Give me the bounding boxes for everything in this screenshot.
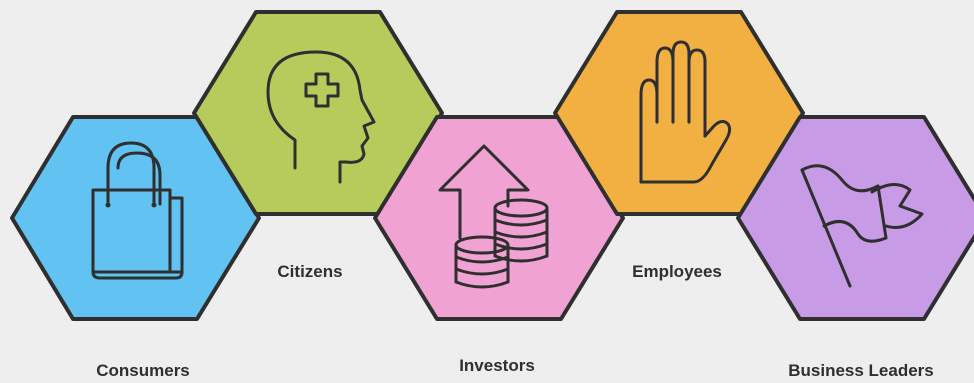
head-medical-cross-icon (266, 50, 376, 184)
arrow-up-coins-icon (438, 144, 549, 289)
shopping-bag-icon (91, 141, 184, 280)
raised-hand-icon (639, 40, 732, 184)
hexagon-business-leaders (736, 115, 974, 321)
label-citizens: Citizens (277, 262, 343, 281)
label-employees: Employees (632, 262, 722, 281)
flag-icon (800, 164, 924, 288)
label-investors: Investors (459, 356, 535, 375)
label-consumers: Consumers (96, 361, 190, 380)
label-business-leaders: Business Leaders (788, 361, 934, 380)
hexagon-consumers (10, 115, 261, 321)
